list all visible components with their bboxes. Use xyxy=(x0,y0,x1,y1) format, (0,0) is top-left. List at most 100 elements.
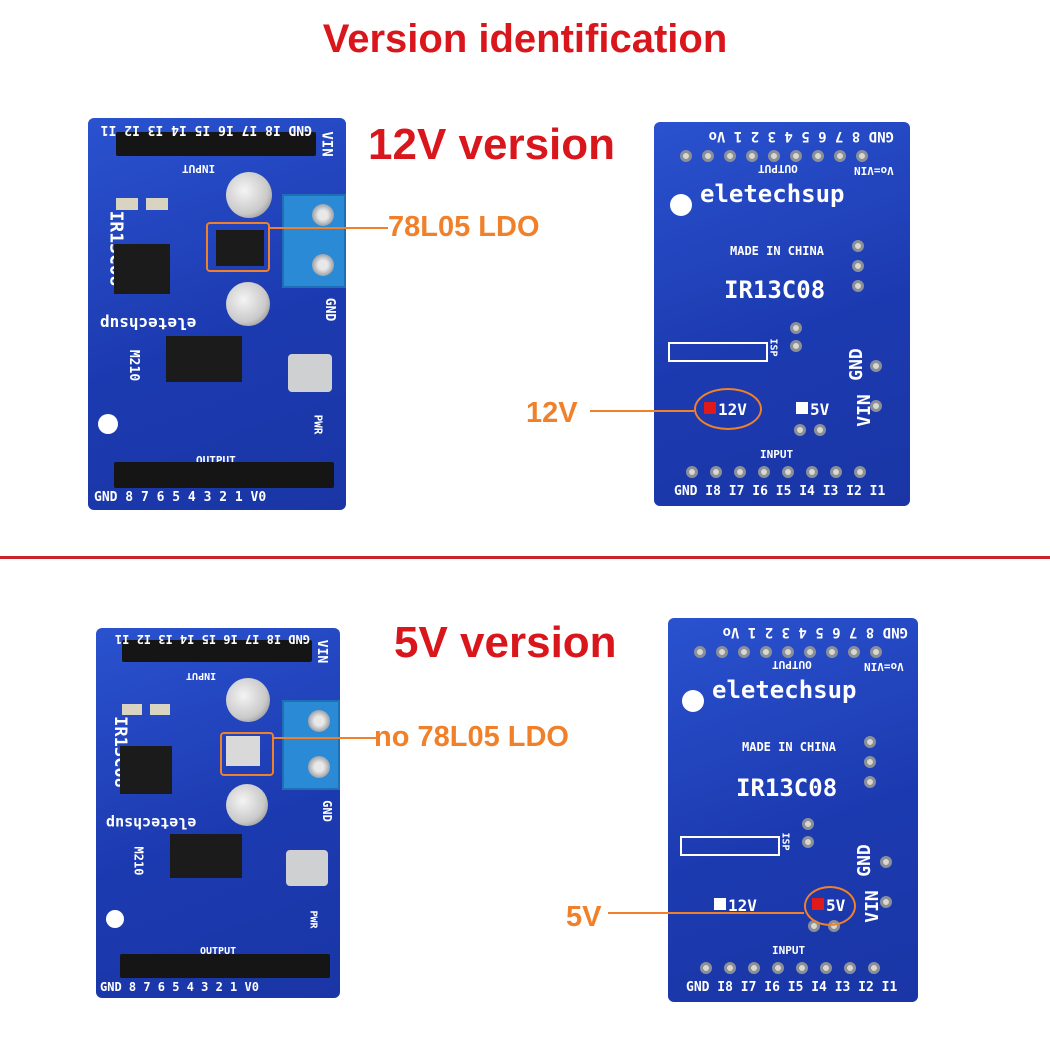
pin-pad xyxy=(856,150,868,162)
back-model: IR13C08 xyxy=(736,774,838,802)
back-input-label: INPUT xyxy=(760,448,794,461)
input-header xyxy=(116,132,316,156)
pin-pad xyxy=(790,322,802,334)
mount-hole xyxy=(98,414,118,434)
pin-pad xyxy=(768,150,780,162)
pin-pad xyxy=(814,424,826,436)
capacitor xyxy=(226,282,270,326)
front-pwr-label: PWR xyxy=(307,910,319,929)
capacitor xyxy=(226,784,268,826)
smd-component xyxy=(146,198,168,210)
front-brand: eletechsup xyxy=(100,314,197,333)
page-title: Version identification xyxy=(322,17,728,61)
output-header xyxy=(114,462,334,488)
back-output-label: OUTPUT xyxy=(772,658,812,671)
pin-pad xyxy=(802,818,814,830)
pin-pad xyxy=(738,646,750,658)
pin-pad xyxy=(880,856,892,868)
pin-pad xyxy=(830,466,842,478)
pin-pad xyxy=(790,150,802,162)
ic-chip xyxy=(114,244,170,294)
output-header xyxy=(120,954,330,978)
pin-pad xyxy=(724,962,736,974)
capacitor xyxy=(226,678,270,722)
pin-pad xyxy=(734,466,746,478)
ldo-callout-line xyxy=(274,737,378,739)
pin-pad xyxy=(802,836,814,848)
solder-jumper-12v xyxy=(714,898,726,910)
jumper-highlight-12v xyxy=(694,388,762,430)
front-input-pins: GND I8 I7 I6 I5 I4 I3 I2 I1 xyxy=(100,122,312,137)
pin-pad xyxy=(852,240,864,252)
pin-pad xyxy=(790,340,802,352)
select-callout-line xyxy=(608,912,804,914)
section-divider xyxy=(0,556,1050,559)
front-board-12v: GND I8 I7 I6 I5 I4 I3 I2 I1 INPUT VIN IR… xyxy=(88,118,346,510)
front-input-label: INPUT xyxy=(186,670,217,681)
pin-pad xyxy=(864,776,876,788)
mount-hole xyxy=(682,690,704,712)
back-board-5v: GND 8 7 6 5 4 3 2 1 Vo OUTPUT Vo=VIN ele… xyxy=(668,618,918,1002)
ldo-highlight-box xyxy=(206,222,270,272)
terminal-screw xyxy=(312,204,334,226)
ir-receiver xyxy=(288,354,332,392)
back-board-12v: GND 8 7 6 5 4 3 2 1 Vo OUTPUT Vo=VIN ele… xyxy=(654,122,910,506)
terminal-screw xyxy=(312,254,334,276)
front-output-pins: GND 8 7 6 5 4 3 2 1 V0 xyxy=(94,490,267,505)
ldo-highlight-box xyxy=(220,732,274,776)
back-input-label: INPUT xyxy=(772,944,806,957)
empty-ldo-footprint xyxy=(226,736,260,766)
smd-component xyxy=(116,198,138,210)
select-callout-line xyxy=(590,410,694,412)
pin-pad xyxy=(880,896,892,908)
pin-pad xyxy=(804,646,816,658)
front-output-label: OUTPUT xyxy=(200,946,237,957)
back-made-in: MADE IN CHINA xyxy=(742,740,836,754)
pin-pad xyxy=(702,150,714,162)
front-vin-label: VIN xyxy=(318,131,335,157)
pin-pad xyxy=(758,466,770,478)
back-bottom-pins: GND I8 I7 I6 I5 I4 I3 I2 I1 xyxy=(686,980,898,995)
front-mode-label: M210 xyxy=(126,349,142,382)
pin-pad xyxy=(834,150,846,162)
back-vo-vin: Vo=VIN xyxy=(864,660,904,673)
pin-pad xyxy=(870,400,882,412)
select-callout-12v: 12V xyxy=(526,397,578,429)
version-label-5v: 5V version xyxy=(394,618,617,667)
mount-hole xyxy=(106,910,124,928)
front-input-pins: GND I8 I7 I6 I5 I4 I3 I2 I1 xyxy=(114,632,310,646)
front-board-5v: GND I8 I7 I6 I5 I4 I3 I2 I1 INPUT VIN IR… xyxy=(96,628,340,998)
isp-header xyxy=(668,342,768,362)
pin-pad xyxy=(680,150,692,162)
back-model: IR13C08 xyxy=(724,276,826,304)
back-brand: eletechsup xyxy=(700,180,845,208)
ldo-regulator xyxy=(216,230,264,266)
pin-pad xyxy=(724,150,736,162)
back-gnd-label: GND xyxy=(853,844,875,877)
pin-pad xyxy=(782,466,794,478)
pin-pad xyxy=(852,260,864,272)
back-top-pins: GND 8 7 6 5 4 3 2 1 Vo xyxy=(708,128,894,144)
pin-pad xyxy=(772,962,784,974)
capacitor xyxy=(226,172,272,218)
pin-pad xyxy=(746,150,758,162)
ic-chip xyxy=(166,336,242,382)
front-gnd-label: GND xyxy=(322,297,338,322)
ir-receiver xyxy=(286,850,328,886)
front-pwr-label: PWR xyxy=(311,414,325,435)
pin-pad xyxy=(870,360,882,372)
back-vo-vin: Vo=VIN xyxy=(854,164,894,177)
smd-component xyxy=(122,704,142,715)
pin-pad xyxy=(844,962,856,974)
back-made-in: MADE IN CHINA xyxy=(730,244,824,258)
pin-pad xyxy=(716,646,728,658)
pin-pad xyxy=(686,466,698,478)
select-callout-5v: 5V xyxy=(566,901,602,933)
back-gnd-label: GND xyxy=(845,348,867,381)
solder-jumper-5v xyxy=(796,402,808,414)
pin-pad xyxy=(870,646,882,658)
pin-pad xyxy=(796,962,808,974)
pin-pad xyxy=(864,736,876,748)
back-bottom-pins: GND I8 I7 I6 I5 I4 I3 I2 I1 xyxy=(674,484,886,499)
back-top-pins: GND 8 7 6 5 4 3 2 1 Vo xyxy=(722,624,908,640)
